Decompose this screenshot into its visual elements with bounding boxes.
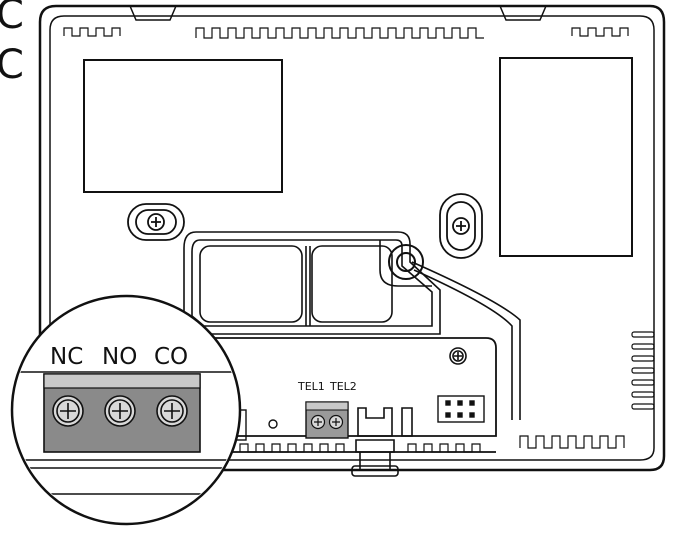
left-window [83, 59, 283, 193]
terminal-label-co: CO [154, 344, 188, 370]
terminal-label-nc: NC [50, 344, 83, 370]
pin-header-icon [437, 395, 485, 423]
bottom-vent [239, 435, 625, 453]
right-vent [631, 331, 655, 410]
tel1-label: TEL1 [297, 380, 325, 393]
top-vent-center [195, 27, 484, 39]
screw-icon [310, 414, 344, 430]
top-vent-left [63, 27, 121, 37]
screw-icon [52, 395, 84, 427]
tel-terminal-block [305, 401, 349, 439]
adjustment-knob [388, 244, 424, 280]
tel2-label: TEL2 [329, 380, 357, 393]
magnifier-callout: NC NO CO [10, 294, 242, 526]
screw-icon [104, 395, 136, 427]
right-window [499, 57, 633, 257]
top-vent-right [571, 27, 629, 37]
edge-letter-top: C [0, 0, 24, 38]
screw-icon [449, 347, 467, 365]
small-hole [268, 419, 278, 429]
mounting-hole-icon [127, 203, 185, 241]
screw-icon [156, 395, 188, 427]
edge-letter-bottom: C [0, 42, 24, 88]
terminal-label-no: NO [102, 344, 137, 370]
mounting-hole-icon [439, 193, 483, 259]
bottom-clip [351, 407, 413, 477]
cable-channel [183, 231, 521, 420]
